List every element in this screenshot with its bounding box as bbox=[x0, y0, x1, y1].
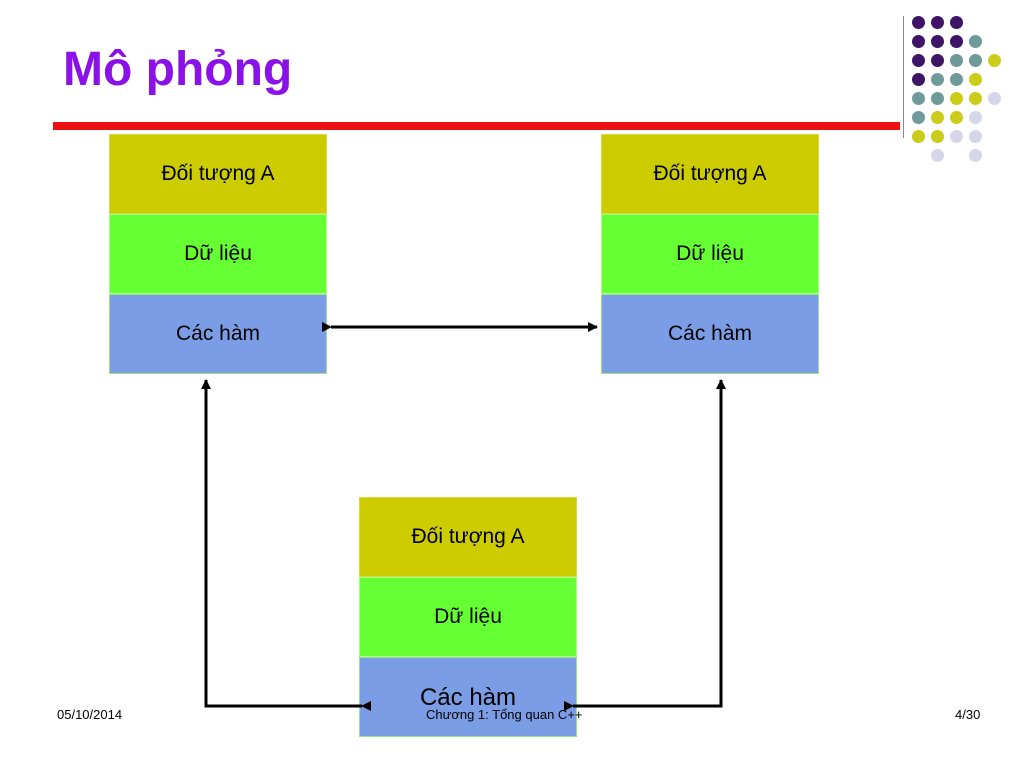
object-box-top-right: Đối tượng A Dữ liệu Các hàm bbox=[601, 134, 819, 374]
title-underline bbox=[53, 122, 900, 130]
footer-chapter: Chương 1: Tổng quan C++ bbox=[426, 707, 583, 722]
arrow-right-link bbox=[564, 379, 726, 711]
object-name-cell: Đối tượng A bbox=[109, 134, 327, 214]
object-data-cell: Dữ liệu bbox=[109, 214, 327, 294]
object-methods-cell: Các hàm bbox=[601, 294, 819, 374]
footer-page-number: 4/30 bbox=[955, 707, 981, 722]
object-methods-cell: Các hàm bbox=[109, 294, 327, 374]
arrow-left-link bbox=[201, 379, 371, 711]
object-box-top-left: Đối tượng A Dữ liệu Các hàm bbox=[109, 134, 327, 374]
object-data-cell: Dữ liệu bbox=[601, 214, 819, 294]
object-box-bottom: Đối tượng A Dữ liệu Các hàm bbox=[359, 497, 577, 737]
object-data-cell: Dữ liệu bbox=[359, 577, 577, 657]
object-name-cell: Đối tượng A bbox=[601, 134, 819, 214]
slide-title: Mô phỏng bbox=[63, 43, 293, 96]
decor-vertical-rule bbox=[903, 16, 904, 138]
object-methods-cell: Các hàm bbox=[359, 657, 577, 737]
footer-date: 05/10/2014 bbox=[57, 707, 123, 722]
